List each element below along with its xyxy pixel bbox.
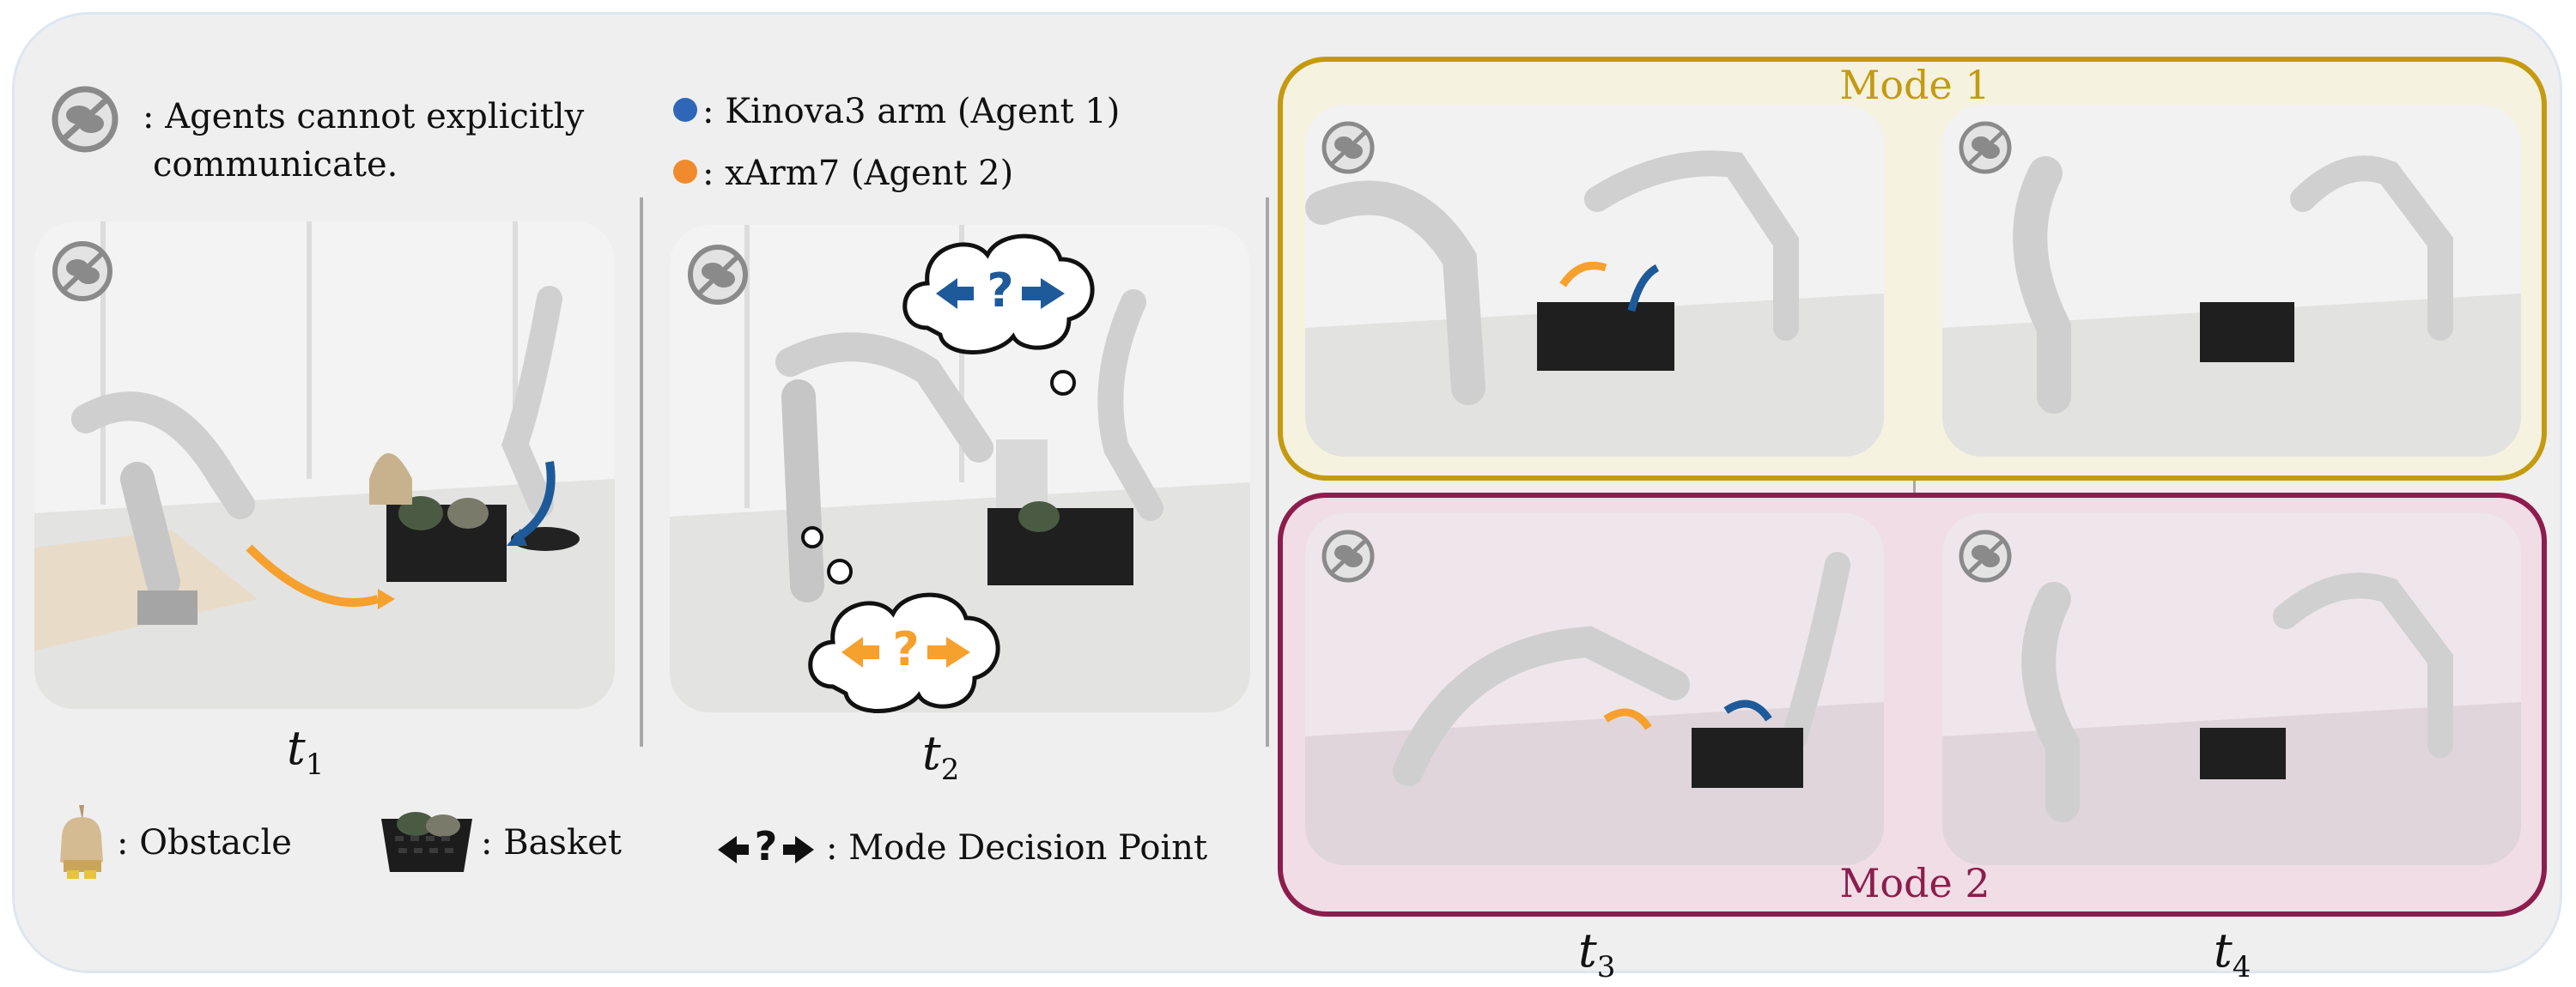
thought-bubble-dot	[1048, 367, 1078, 398]
mode1-title: Mode 1	[1839, 62, 1990, 108]
basket-icon	[378, 807, 476, 875]
obstacle-icon	[55, 802, 108, 881]
svg-text:?: ?	[892, 622, 919, 676]
timestep-t4: t4	[2214, 923, 2251, 984]
svg-text:?: ?	[987, 263, 1013, 318]
decision-label: : Mode Decision Point	[826, 828, 1208, 868]
obstacle-label: : Obstacle	[117, 823, 292, 863]
thought-bubble-dot	[824, 556, 855, 587]
basket-label: : Basket	[481, 823, 622, 863]
separator-3	[1913, 206, 1916, 755]
scene-photo-mode1-t3	[1305, 105, 1884, 457]
thought-bubble-dot	[799, 524, 826, 551]
agent1-color-dot	[673, 98, 697, 122]
mode2-title: Mode 2	[1839, 860, 1990, 906]
scene-photo-mode2-t3	[1305, 513, 1884, 865]
decision-arrows-icon: ?	[716, 822, 816, 870]
svg-text:?: ?	[755, 823, 778, 869]
agent2-color-dot	[673, 160, 697, 184]
scene-photo-mode1-t4	[1942, 105, 2521, 457]
agent2-label: : xArm7 (Agent 2)	[702, 154, 1014, 193]
scene-photo-t1	[34, 221, 615, 709]
separator-1	[640, 197, 643, 747]
timestep-t1: t1	[287, 721, 325, 782]
agent1-label: : Kinova3 arm (Agent 1)	[702, 92, 1121, 131]
timestep-t2: t2	[922, 726, 960, 787]
agent1-thought-cloud: ?	[893, 225, 1108, 362]
no-communication-icon	[50, 84, 120, 154]
agent2-thought-cloud: ?	[799, 584, 1013, 721]
no-communication-label-cont: communicate.	[153, 145, 398, 185]
no-communication-label: : Agents cannot explicitly	[143, 97, 585, 136]
separator-2	[1266, 197, 1269, 747]
timestep-t3: t3	[1578, 923, 1616, 984]
scene-photo-mode2-t4	[1942, 513, 2521, 865]
